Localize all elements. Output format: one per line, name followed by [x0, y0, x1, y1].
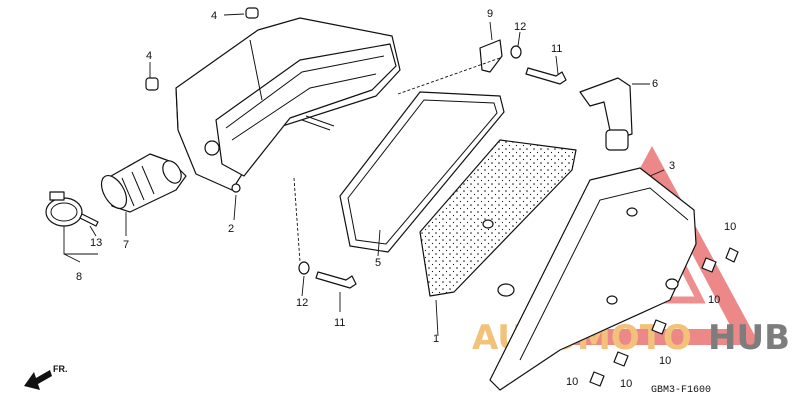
clamp-band: [45, 191, 99, 227]
filter-element: [419, 139, 577, 297]
callout-6: 6: [652, 78, 658, 90]
callout-2: 2: [228, 223, 234, 235]
washer-icon: [510, 45, 522, 59]
leader-lines: [63, 13, 665, 337]
callout-10: 10: [724, 221, 736, 233]
callout-1: 1: [433, 333, 439, 345]
fasteners: [298, 45, 739, 387]
callout-4: 4: [211, 10, 217, 22]
callout-8: 8: [76, 271, 82, 283]
callout-10: 10: [620, 378, 632, 390]
screw-icon: [589, 371, 605, 387]
callout-12: 12: [514, 21, 526, 33]
arrow-front-icon: [24, 370, 52, 390]
callout-5: 5: [375, 257, 381, 269]
bracket: [479, 39, 503, 73]
drain-tube: [579, 77, 633, 151]
callout-10: 10: [708, 294, 720, 306]
callout-10: 10: [659, 355, 671, 367]
front-label: FR.: [53, 364, 68, 374]
air-cleaner-cover: [489, 167, 697, 391]
bolt-icon: [525, 67, 567, 85]
screw-icon: [701, 257, 717, 273]
callout-10: 10: [566, 376, 578, 388]
watermark-text-hub: HUB: [708, 318, 790, 358]
callout-7: 7: [123, 239, 129, 251]
screw-icon: [613, 351, 629, 367]
connecting-tube: [100, 153, 187, 213]
gasket: [339, 91, 505, 253]
callout-12: 12: [296, 297, 308, 309]
air-cleaner-case: [145, 7, 401, 193]
diagram-code: GBM3-F1600: [651, 385, 711, 396]
washer-icon: [298, 261, 310, 275]
callout-4: 4: [146, 50, 152, 62]
screw-icon: [725, 247, 739, 263]
front-direction-indicator: FR.: [24, 364, 68, 390]
callout-3: 3: [669, 160, 675, 172]
screw-icon: [651, 319, 667, 335]
callout-11: 11: [551, 43, 562, 55]
bolt-icon: [315, 271, 357, 289]
callout-9: 9: [487, 8, 493, 20]
callout-11: 11: [334, 317, 345, 329]
callout-13: 13: [90, 237, 102, 249]
callouts: 4 4 2 7 8 13 9 12 11 6 3 5 1 12 11 10 10…: [76, 8, 736, 390]
